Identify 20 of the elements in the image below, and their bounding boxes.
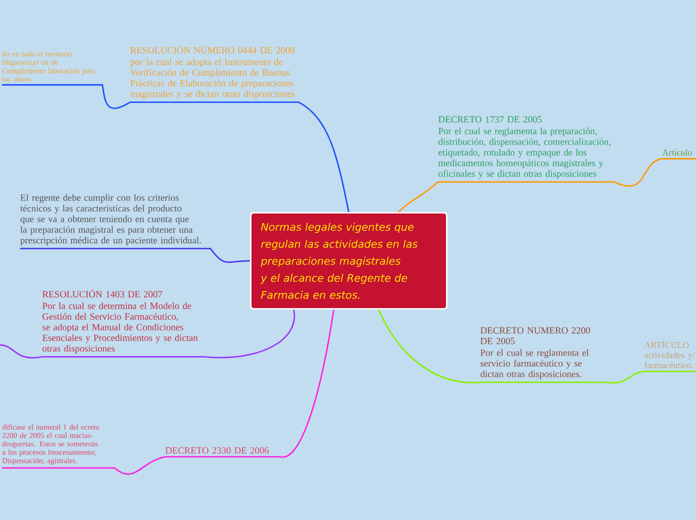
branch-text: RESOLUCIÓN NÚMERO 0444 DE 2008 por la cual se adopta el Instrumento de Verificación de Cumplimiento de Buenas Prácticas de Elaboración de preparaciones magistrales y se dictan otras disposiciones — [130, 45, 294, 99]
branch-text: DECRETO NUMERO 2200 DE 2005 Por el cual se reglamenta el servicio farmacéutico y se dictan otras disposiciones. — [480, 327, 590, 380]
branch-line — [0, 344, 42, 358]
branch-line — [605, 370, 696, 384]
branch-text: El regente debe cumplir con los criterios técnicos y las características del producto que se va a obtener teniendo en cuenta que la preparación magistral es para obtener una prescripción médica de un paciente individual. — [20, 194, 201, 246]
branch-line — [165, 310, 334, 458]
branch-line — [378, 309, 606, 384]
branch-line — [130, 101, 350, 212]
branch-line — [20, 248, 250, 263]
branch-line — [614, 158, 696, 187]
branch-text: ARTÍCULO actividades y/ farmacéutico. — [644, 340, 695, 368]
branch-text: Artículo — [662, 149, 692, 156]
branch-line — [2, 84, 130, 109]
branch-text: DECRETO 2330 DE 2006 — [165, 447, 269, 454]
branch-line — [2, 456, 166, 475]
branch-text: RESOLUCIÓN 1403 DE 2007 Por la cual se determina el Modelo de Gestión del Servicio Farmacéutico, se adopta el Manual de Condiciones Esenciales y Procedimientos y se dictan otras disposiciones — [42, 289, 198, 354]
branch-line — [398, 181, 614, 212]
branch-text: DECRETO 1737 DE 2005 Por el cual se reglamenta la preparación, distribución, dispensación, comercialización, etiquetado, rotulado y empaque de los medicamentos homeopáticos magistrales y oficinales y se dictan otras disposiciones — [438, 116, 610, 179]
central-topic-box: Normas legales vigentes que regulan las actividades en las preparaciones magistrales y el alcance del Regente de Farmacia en estos. — [250, 212, 448, 310]
branch-line — [42, 310, 295, 358]
